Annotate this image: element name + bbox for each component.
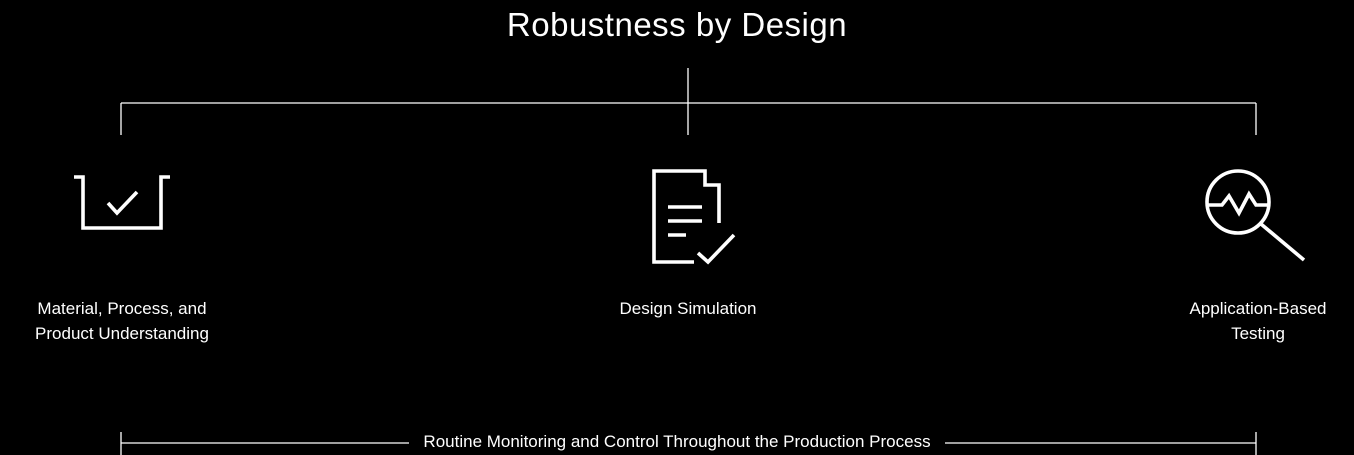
- diagram-title: Robustness by Design: [506, 6, 848, 43]
- basin-check-icon: [74, 175, 170, 230]
- document-check-icon: [652, 169, 736, 265]
- label-line: Product Understanding: [35, 324, 209, 343]
- footer-text: Routine Monitoring and Control Throughou…: [409, 432, 945, 451]
- pillar-label-design-simulation: Design Simulation: [548, 296, 828, 321]
- label-line: Design Simulation: [619, 299, 757, 318]
- label-line: Application-Based: [1189, 299, 1327, 318]
- pillar-label-material: Material, Process, and Product Understan…: [0, 296, 244, 346]
- pillar-label-application-testing: Application-Based Testing: [1148, 296, 1354, 346]
- footer-caption: Routine Monitoring and Control Throughou…: [0, 431, 1354, 453]
- label-line: Testing: [1231, 324, 1285, 343]
- magnifier-waveform-icon: [1205, 169, 1306, 262]
- label-line: Material, Process, and: [37, 299, 207, 318]
